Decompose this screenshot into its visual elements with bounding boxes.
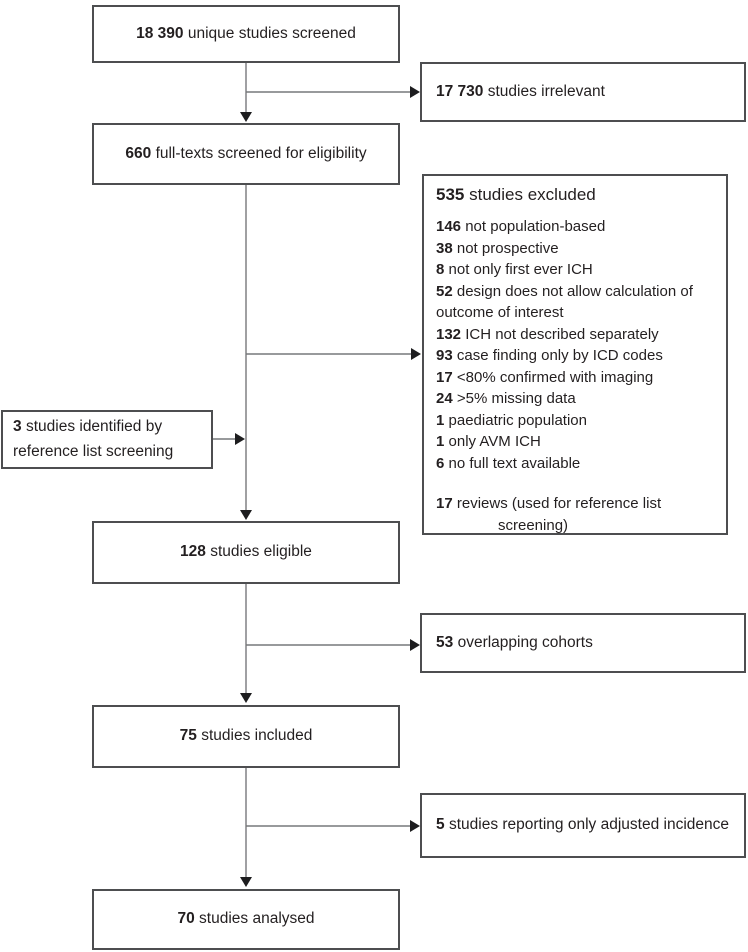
- reviews-label: reviews (used for reference list: [456, 495, 662, 512]
- reason-label: not only first ever ICH: [448, 261, 593, 278]
- count-included: 75: [179, 727, 197, 745]
- count-reference: 3: [13, 418, 22, 436]
- reason-count: 1: [436, 411, 445, 429]
- arrowhead-right-3: [235, 433, 245, 445]
- reason-label: only AVM ICH: [448, 433, 541, 450]
- count-excluded: 535: [436, 185, 465, 204]
- reason-label: no full text available: [448, 454, 581, 472]
- arrowhead-down-3: [240, 693, 252, 703]
- reason-count: 146: [436, 218, 462, 235]
- reason-label: <80% confirmed with imaging: [456, 368, 654, 386]
- count-overlap: 53: [436, 633, 454, 651]
- label-fulltexts: full-texts screened for eligibility: [155, 144, 367, 162]
- arrowhead-right-2: [411, 348, 421, 360]
- reason-label: >5% missing data: [456, 390, 576, 407]
- arrowhead-down-2: [240, 510, 252, 520]
- reason-label: design does not allow calculation of out…: [436, 282, 693, 322]
- reviews-line2: screening): [498, 517, 569, 534]
- count-fulltexts: 660: [125, 144, 152, 162]
- arrowhead-down-4: [240, 877, 252, 887]
- label-adjusted: studies reporting only adjusted incidenc…: [448, 816, 729, 834]
- reason-count: 24: [436, 390, 453, 407]
- reason-label: not population-based: [465, 218, 606, 235]
- arrowhead-down-1: [240, 112, 252, 122]
- exclusion-reason: 24>5% missing data: [436, 388, 714, 410]
- reason-label: not prospective: [456, 239, 559, 257]
- arrowhead-right-5: [410, 820, 420, 832]
- label-excluded: studies excluded: [469, 185, 596, 204]
- count-irrelevant: 17 730: [436, 82, 484, 100]
- label-screened: unique studies screened: [187, 24, 356, 42]
- label-included: studies included: [201, 727, 313, 745]
- reason-count: 52: [436, 282, 453, 300]
- count-eligible: 128: [180, 543, 206, 561]
- count-analysed: 70: [177, 910, 195, 928]
- arrowhead-right-1: [410, 86, 420, 98]
- arrowhead-right-4: [410, 639, 420, 651]
- reason-count: 38: [436, 239, 453, 257]
- label-eligible: studies eligible: [210, 543, 312, 561]
- reason-count: 93: [436, 347, 453, 364]
- reason-count: 6: [436, 454, 445, 472]
- label-reference: studies identified by reference list scr…: [13, 418, 174, 460]
- reason-count: 17: [436, 368, 453, 386]
- reason-count: 8: [436, 261, 445, 278]
- reason-label: paediatric population: [448, 411, 587, 429]
- count-adjusted: 5: [436, 816, 445, 834]
- label-analysed: studies analysed: [199, 910, 315, 928]
- label-irrelevant: studies irrelevant: [487, 82, 605, 100]
- exclusion-reason: 17<80% confirmed with imaging: [436, 367, 714, 389]
- reason-label: ICH not described separately: [465, 325, 659, 343]
- reviews-count: 17: [436, 495, 453, 512]
- count-screened: 18 390: [136, 24, 184, 42]
- reason-count: 132: [436, 325, 462, 343]
- reason-label: case finding only by ICD codes: [456, 347, 663, 364]
- reason-count: 1: [436, 433, 445, 450]
- label-overlap: overlapping cohorts: [457, 633, 593, 651]
